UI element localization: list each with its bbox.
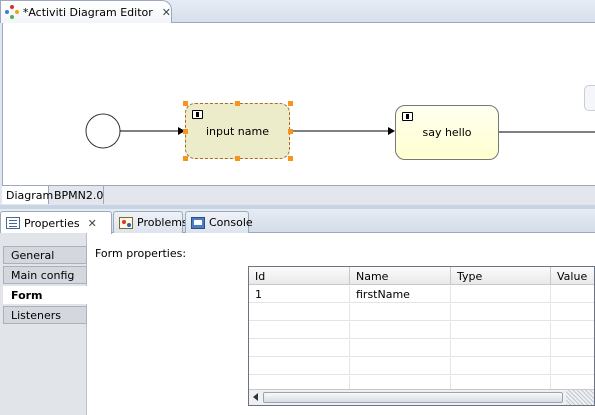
editor-tab-bar: *Activiti Diagram Editor ✕ xyxy=(0,0,595,23)
table-row-empty xyxy=(249,304,594,321)
console-icon xyxy=(191,216,205,229)
diagram-connectors xyxy=(85,113,595,149)
table-row[interactable]: 1 firstName xyxy=(249,286,594,303)
diagram-canvas[interactable]: input name say hello xyxy=(2,23,595,185)
start-event[interactable] xyxy=(85,113,121,149)
sidebar-item-general[interactable]: General xyxy=(3,246,87,264)
table-row-empty xyxy=(249,322,594,339)
column-header-name[interactable]: Name xyxy=(350,267,451,285)
problems-icon xyxy=(119,216,133,229)
scroll-left-icon[interactable] xyxy=(253,393,258,401)
column-header-type[interactable]: Type xyxy=(451,267,551,285)
cell-empty xyxy=(451,340,551,357)
cell-empty xyxy=(249,322,350,339)
close-icon[interactable]: ✕ xyxy=(161,5,171,19)
form-properties-table[interactable]: Id Name Type Value 1 firstName xyxy=(248,266,595,406)
flow-arrowhead xyxy=(388,127,395,135)
tab-label: Console xyxy=(209,216,253,229)
selection-handle[interactable] xyxy=(235,156,240,161)
cell-id: 1 xyxy=(249,286,350,303)
resize-grip[interactable] xyxy=(566,390,594,405)
cell-value xyxy=(551,286,594,303)
task-say-hello[interactable]: say hello xyxy=(395,105,499,160)
views-tab-bar: Properties ✕ Problems Console xyxy=(0,209,595,234)
cell-empty xyxy=(249,340,350,357)
cell-empty xyxy=(350,340,451,357)
scrollbar-thumb[interactable] xyxy=(263,392,563,403)
horizontal-scrollbar[interactable] xyxy=(249,389,594,405)
editor-page-tabs: Diagram BPMN2.0 xyxy=(2,185,595,204)
editor-tab[interactable]: *Activiti Diagram Editor ✕ xyxy=(0,0,172,23)
user-task-icon xyxy=(402,112,413,121)
editor-tab-title: *Activiti Diagram Editor xyxy=(22,5,153,19)
sidebar-item-main-config[interactable]: Main config xyxy=(3,266,87,284)
selection-handle[interactable] xyxy=(183,129,188,134)
cell-empty xyxy=(249,376,350,393)
cell-empty xyxy=(350,304,451,321)
column-header-value[interactable]: Value xyxy=(551,267,594,285)
tab-diagram[interactable]: Diagram xyxy=(2,186,53,204)
selection-handle[interactable] xyxy=(235,101,240,106)
cell-empty xyxy=(451,376,551,393)
tab-properties[interactable]: Properties ✕ xyxy=(0,211,112,234)
cell-empty xyxy=(350,322,451,339)
form-properties-label: Form properties: xyxy=(95,247,187,260)
cell-empty xyxy=(451,304,551,321)
close-icon[interactable]: ✕ xyxy=(87,216,97,230)
properties-view: Properties ✕ Problems Console General Ma… xyxy=(0,209,595,415)
selection-handle[interactable] xyxy=(288,129,293,134)
cell-empty xyxy=(451,358,551,375)
tab-label: Problems xyxy=(137,216,188,229)
cell-name: firstName xyxy=(350,286,451,303)
cell-empty xyxy=(451,322,551,339)
table-header: Id Name Type Value xyxy=(249,267,594,285)
palette-toggle[interactable] xyxy=(584,85,595,111)
selection-handle[interactable] xyxy=(183,156,188,161)
user-task-icon xyxy=(192,110,203,119)
cell-empty xyxy=(249,358,350,375)
column-header-id[interactable]: Id xyxy=(249,267,350,285)
tab-bpmn2[interactable]: BPMN2.0 xyxy=(50,186,104,204)
cell-empty xyxy=(249,304,350,321)
properties-icon xyxy=(6,217,20,229)
table-row-empty xyxy=(249,340,594,357)
tab-console[interactable]: Console xyxy=(185,211,253,233)
sidebar-item-listeners[interactable]: Listeners xyxy=(3,306,87,324)
sidebar-item-form[interactable]: Form xyxy=(3,286,87,304)
table-row-empty xyxy=(249,358,594,375)
cell-type xyxy=(451,286,551,303)
tab-problems[interactable]: Problems xyxy=(113,211,188,233)
selection-handle[interactable] xyxy=(183,101,188,106)
properties-sidebar: General Main config Form Listeners xyxy=(0,233,87,415)
selection-handle[interactable] xyxy=(288,156,293,161)
selection-handle[interactable] xyxy=(288,101,293,106)
task-input-name[interactable]: input name xyxy=(185,103,290,159)
activiti-app-icon xyxy=(5,5,19,19)
cell-empty xyxy=(350,376,451,393)
tab-label: Properties xyxy=(24,216,80,230)
task-label: input name xyxy=(206,124,269,138)
diagram-editor: *Activiti Diagram Editor ✕ input name sa… xyxy=(0,0,595,205)
task-label: say hello xyxy=(422,126,472,139)
flow-arrowhead xyxy=(178,127,185,135)
cell-empty xyxy=(350,358,451,375)
